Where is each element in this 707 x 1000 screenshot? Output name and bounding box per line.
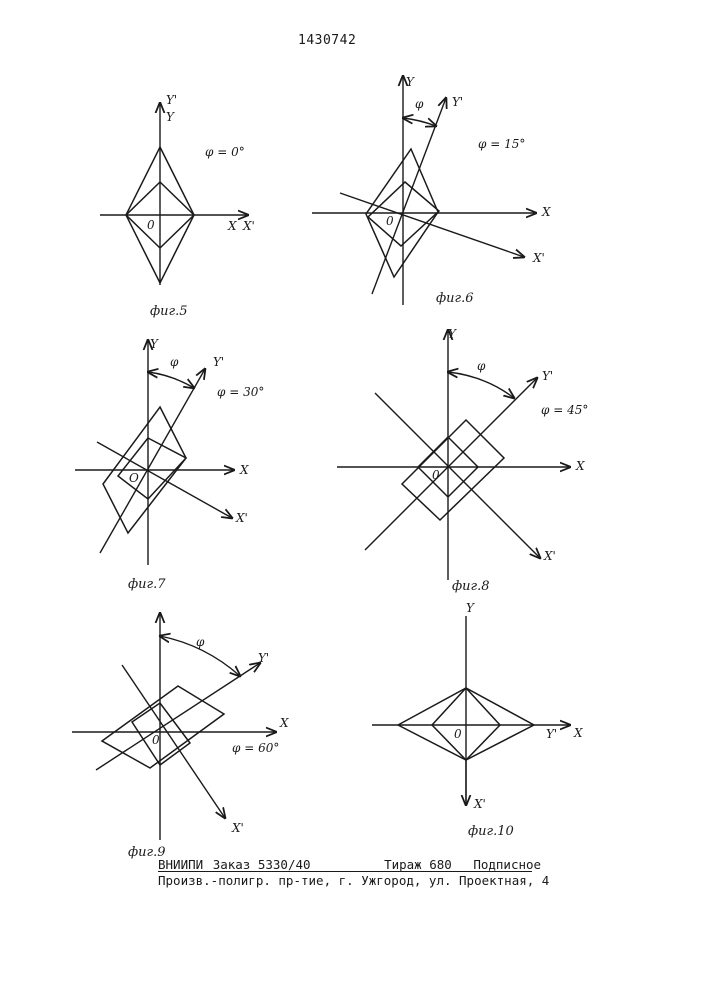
figure-caption: фиг.10	[468, 824, 514, 839]
origin-label: 0	[386, 214, 394, 228]
origin-label: 0	[147, 218, 155, 232]
footer-imprint: ВНИИПИ Заказ 5330/40 Тираж 680 Подписное	[158, 857, 541, 872]
x-prime-label: X'	[235, 511, 248, 525]
figure-9: φ Y' X X' 0 φ = 60° фиг.9	[72, 613, 289, 860]
phi-label: φ	[170, 355, 179, 369]
figure-7: Y φ Y' X X' O φ = 30° фиг.7	[75, 337, 264, 592]
y-label: Y	[406, 75, 415, 89]
y-prime-axis	[100, 369, 205, 553]
figure-6: Y φ Y' X X' 0 φ = 15° фиг.6	[312, 75, 551, 306]
angle-arc	[148, 372, 194, 388]
footer-circulation: Тираж 680	[384, 857, 452, 872]
figure-caption: фиг.5	[150, 304, 188, 319]
y-prime-label: Y'	[166, 93, 177, 107]
phi-label: φ	[415, 97, 424, 111]
footer-order: Заказ 5330/40	[213, 857, 311, 872]
origin-label: 0	[432, 468, 440, 482]
x-label: X	[573, 726, 583, 740]
y-label: Y	[166, 110, 175, 124]
x-prime-axis	[122, 665, 225, 818]
origin-label: O	[129, 471, 139, 485]
figure-caption: фиг.6	[436, 291, 474, 306]
x-prime-label: X'	[231, 821, 244, 835]
figure-8: Y φ Y' X X' 0 φ = 45° фиг.8	[337, 327, 588, 594]
inner-square	[118, 438, 186, 499]
x-prime-label: X'	[543, 549, 556, 563]
angle-arc	[448, 372, 514, 398]
x-label: X	[575, 459, 585, 473]
x-label: X	[239, 463, 249, 477]
y-label: Y	[150, 337, 159, 351]
footer-org: ВНИИПИ	[158, 857, 203, 872]
x-label: X	[227, 219, 237, 233]
angle-label: φ = 45°	[541, 403, 588, 417]
figure-caption: фиг.8	[452, 579, 490, 594]
phi-label: φ	[196, 635, 205, 649]
angle-arc	[403, 118, 436, 126]
x-prime-label: X'	[532, 251, 545, 265]
x-prime-label: X'	[473, 797, 486, 811]
origin-label: 0	[152, 733, 160, 747]
footer-subscription: Подписное	[473, 857, 541, 872]
y-prime-label: Y'	[452, 95, 463, 109]
footer-divider	[158, 871, 532, 872]
y-prime-axis	[365, 378, 537, 550]
y-prime-label: Y'	[546, 727, 557, 741]
x-prime-axis	[340, 193, 524, 257]
angle-label: φ = 60°	[232, 741, 279, 755]
x-label: X	[541, 205, 551, 219]
y-prime-label: Y'	[542, 369, 553, 383]
x-prime-axis	[375, 393, 540, 558]
angle-label: φ = 30°	[217, 385, 264, 399]
y-prime-axis	[372, 98, 446, 294]
figure-caption: фиг.7	[128, 577, 166, 592]
angle-label: φ = 0°	[205, 145, 245, 159]
angle-label: φ = 15°	[478, 137, 525, 151]
x-label: X	[279, 716, 289, 730]
y-label: Y	[448, 327, 457, 341]
y-prime-label: Y'	[213, 355, 224, 369]
figure-10: Y Y' X X' 0 фиг.10	[372, 601, 583, 839]
phi-label: φ	[477, 359, 486, 373]
y-label: Y	[466, 601, 475, 615]
x-prime-axis	[97, 442, 232, 518]
x-prime-label: X'	[242, 219, 255, 233]
origin-label: 0	[454, 727, 462, 741]
figure-5: Y' Y X X' 0 φ = 0° фиг.5	[100, 93, 255, 319]
footer-printer: Произв.-полигр. пр-тие, г. Ужгород, ул. …	[158, 873, 549, 888]
y-prime-label: Y'	[258, 651, 269, 665]
